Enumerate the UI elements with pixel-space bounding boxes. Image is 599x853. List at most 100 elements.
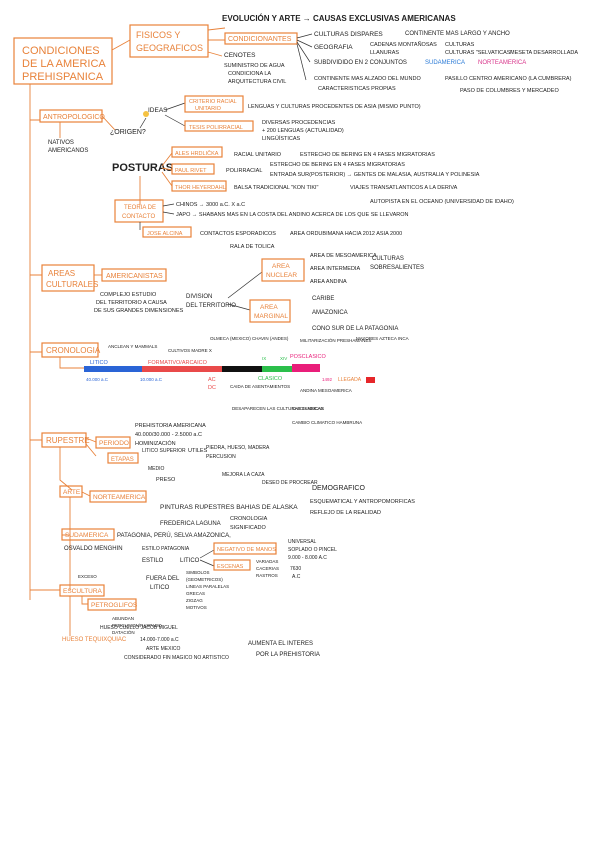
fecha-esc-2: A.C bbox=[292, 574, 301, 580]
connector bbox=[139, 152, 173, 205]
exceso-label: EXCESO bbox=[78, 574, 97, 579]
escenas-item-1: VARIADAS bbox=[256, 559, 278, 564]
lenguas-label: LENGUAS Y CULTURAS PROCEDENTES DE ASIA (… bbox=[248, 104, 421, 110]
mejora-label: MEJORA LA CAZA bbox=[222, 472, 265, 478]
utiles-label: UTILES bbox=[188, 448, 208, 454]
universal-1: UNIVERSAL bbox=[288, 539, 317, 545]
ideas-label: IDEAS bbox=[148, 107, 168, 114]
alzado-label: CONTINENTE MAS ALZADO DEL MUNDO bbox=[314, 76, 421, 82]
escenas-label: ESCENAS bbox=[217, 564, 244, 570]
marginal-item-1: CARIBE bbox=[312, 296, 334, 302]
autopista-label: AUTOPISTA EN EL OCEANO (UNIVERSIDAD DE I… bbox=[370, 199, 514, 205]
cron-note-4: MILITARIZACIÓN PRESHAMANES bbox=[300, 337, 371, 343]
racial-label: RACIAL UNITARIO bbox=[234, 152, 282, 158]
sudamerica-label: SUDAMERICA bbox=[65, 532, 109, 539]
nuclear-item-1: AREA DE MESOAMERICA bbox=[310, 253, 377, 259]
tick-dc: DC bbox=[208, 385, 216, 391]
timeline-litico bbox=[84, 366, 142, 372]
fisicos-line-1: FISICOS Y bbox=[136, 30, 180, 40]
jose-box bbox=[142, 226, 192, 238]
areas-2: CULTURALES bbox=[46, 280, 98, 289]
pinturas-label: PINTURAS RUPESTRES BAHIAS DE ALASKA bbox=[160, 504, 298, 511]
periodo-box bbox=[95, 436, 131, 449]
sudamerica-box bbox=[61, 528, 115, 541]
cron-note-10: CAMBIO CLIMATICO HAMBRUNA bbox=[292, 420, 362, 425]
culturas-sel-1: CULTURAS bbox=[445, 42, 475, 48]
litico-sup-label: LITICO SUPERIOR bbox=[142, 448, 186, 454]
periodo-label: PERIODO bbox=[99, 440, 129, 447]
cron-note-8: DESAPARECEN LAS CULTURAS CLASICAS bbox=[232, 406, 324, 411]
tick-ac: AC bbox=[208, 377, 216, 383]
simbolos-3: LINEAS PARALELAS bbox=[186, 584, 229, 589]
simbolos-4: GRECAS bbox=[186, 591, 205, 596]
clasico-label: CLASICO bbox=[258, 376, 283, 382]
posturas-label: POSTURAS bbox=[112, 162, 173, 174]
connector bbox=[59, 357, 84, 369]
tesis-box bbox=[184, 120, 254, 132]
geografia-label: GEOGRAFIA bbox=[314, 44, 353, 51]
criterio-2: UNITARIO bbox=[195, 106, 222, 112]
litico-label: LITICO bbox=[90, 360, 108, 366]
fuera-1: FUERA DEL bbox=[146, 576, 180, 582]
cronologia-label: CRONOLOGIA bbox=[46, 346, 101, 355]
escenas-item-3: RASTROS bbox=[256, 573, 278, 578]
arte-litico: LITICO bbox=[180, 558, 200, 564]
title-line-1: CONDICIONES bbox=[22, 45, 100, 57]
prehistoria-label: PREHISTORIA AMERICANA bbox=[135, 423, 206, 429]
viajes-label: VIAJES TRANSATLANTICOS A LA DERIVA bbox=[350, 185, 458, 191]
connector bbox=[139, 203, 175, 230]
marginal-item-3: CONO SUR DE LA PATAGONIA bbox=[312, 326, 398, 332]
simbolos-1: SIMBOLOS bbox=[186, 570, 210, 575]
fuera-2: LITICO bbox=[150, 585, 170, 591]
cron-note-2: CULTIVOS MADRE X bbox=[168, 348, 212, 353]
spain-flag-icon bbox=[366, 377, 375, 383]
percusion-label: PERCUSION bbox=[206, 454, 236, 460]
tesis-label: TESIS POLIRRACIAL bbox=[189, 125, 243, 131]
cron-note-1: ANCLEAN Y MAMMALS bbox=[108, 344, 157, 349]
connector bbox=[62, 491, 91, 590]
connector bbox=[69, 596, 88, 636]
complejo-1: COMPLEJO ESTUDIO bbox=[100, 292, 157, 298]
universal-2: SOPLADO O PINCEL bbox=[288, 547, 337, 553]
cenotes-label: CENOTES bbox=[224, 52, 256, 59]
connector bbox=[227, 271, 263, 311]
tick-1: 40.000 a.C bbox=[86, 377, 109, 382]
aumenta-2: POR LA PREHISTORIA bbox=[256, 652, 320, 658]
estrecho-label: ESTRECHO DE BERING EN 4 FASES MIGRATORIA… bbox=[300, 152, 435, 158]
nativos-2: AMERICANOS bbox=[48, 148, 88, 154]
estilo-pat-label: ESTILO PATAGONIA bbox=[142, 546, 190, 552]
tick-1492: 1492 bbox=[322, 377, 333, 382]
petroglifos-sub-2: PERCUSION/RASPADO bbox=[112, 623, 162, 628]
marginal-box bbox=[249, 299, 291, 323]
cron-note-9: CHICHIMECAS bbox=[292, 406, 324, 411]
escenas-box bbox=[213, 559, 251, 571]
cordilleras-2: LLANURAS bbox=[370, 50, 399, 56]
esquematico-label: ESQUEMATICAL Y ANTROPOMORFICAS bbox=[310, 499, 415, 505]
antropologico-label: ANTROPOLOGICO bbox=[43, 114, 105, 121]
rupestre-box bbox=[41, 432, 87, 448]
complejo-2: DEL TERRITORIO A CAUSA bbox=[96, 300, 167, 306]
nuclear-2: NUCLEAR bbox=[266, 272, 297, 279]
connector bbox=[111, 39, 131, 51]
timeline-formativo bbox=[142, 366, 222, 372]
cenotes-sub-3: ARQUITECTURA CIVIL bbox=[228, 79, 286, 85]
medio-label: MEDIO bbox=[148, 466, 165, 472]
etapas-label: ETAPAS bbox=[111, 457, 134, 463]
trunk-branches bbox=[30, 119, 60, 591]
title-line-3: PREHISPANICA bbox=[22, 71, 104, 83]
deseo-label: DESEO DE PROCREAR bbox=[262, 480, 318, 486]
piedra-label: PIEDRA, HUESO, MADERA bbox=[206, 445, 270, 451]
demografico-label: DEMOGRAFICO bbox=[312, 485, 365, 492]
timeline-posclasico bbox=[292, 364, 320, 372]
connector bbox=[59, 115, 116, 138]
meseta-label: MESETA DESARROLLADA bbox=[510, 50, 578, 56]
diversas-2: + 200 LENGUAS (ACTUALIDAD) bbox=[262, 128, 344, 134]
frederica-label: FREDERICA LAGUNA bbox=[160, 521, 221, 527]
nuclear-1: AREA bbox=[272, 263, 290, 270]
fecha-label: AREA ORDUBIMANA HACIA 2012 ASIA 2000 bbox=[290, 231, 402, 237]
preso-label: PRESO bbox=[156, 477, 176, 483]
cenotes-sub-1: SUMINISTRO DE AGUA bbox=[224, 63, 285, 69]
marginal-1: AREA bbox=[260, 304, 278, 311]
hueso-cuello-label: HUESO CUELLO JACOB MIGUEL bbox=[100, 625, 178, 631]
